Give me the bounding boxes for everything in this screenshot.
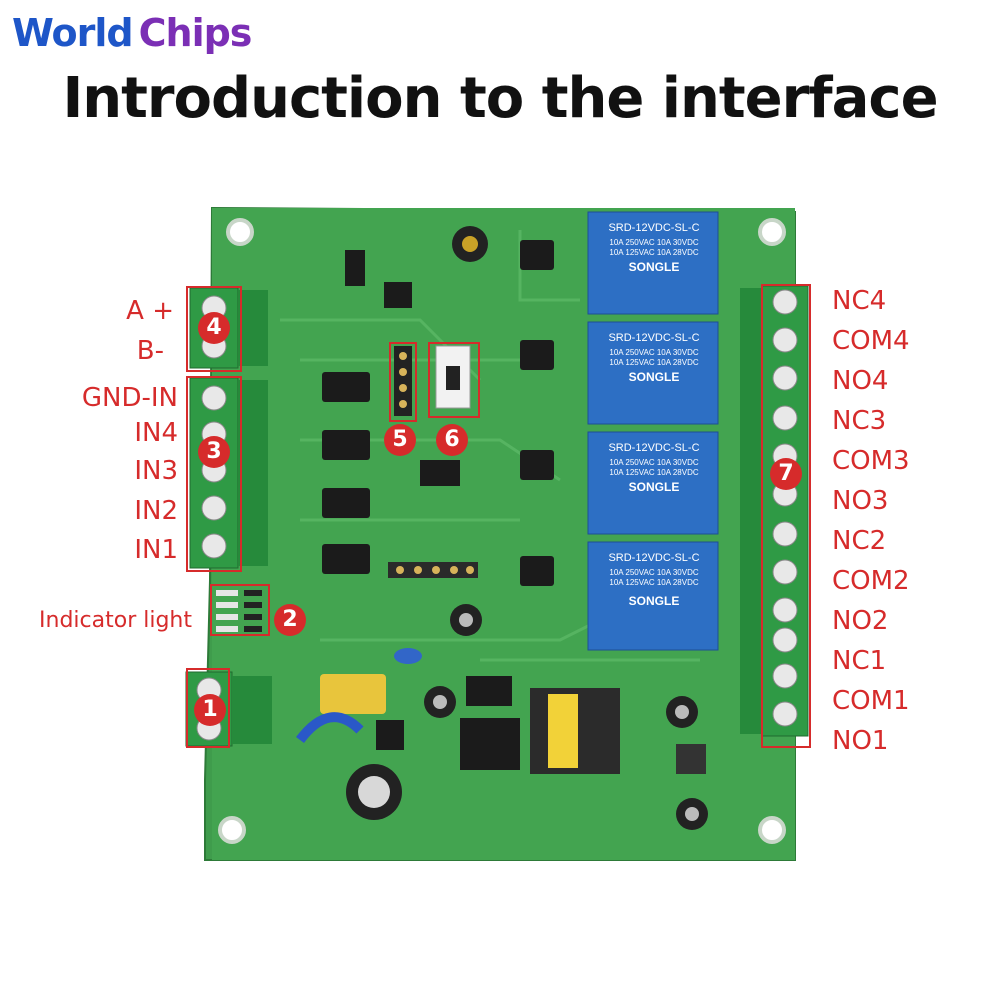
label-no4: NO4 <box>832 366 889 396</box>
highlight-indicator <box>210 584 270 636</box>
label-no2: NO2 <box>832 606 889 636</box>
brand-logo: World Chips <box>12 8 253 58</box>
label-com1: COM1 <box>832 686 910 716</box>
badge-4: 4 <box>198 312 230 344</box>
indicator-leds <box>216 590 262 632</box>
terminal-relay-outputs <box>740 285 809 737</box>
relay-4-rating1: 10A 250VAC 10A 30VDC <box>609 568 699 577</box>
highlight-pin-header <box>389 342 417 422</box>
label-in3: IN3 <box>134 456 178 486</box>
label-no1: NO1 <box>832 726 889 756</box>
relay-2-model: SRD-12VDC-SL-C <box>608 332 700 344</box>
logo-world: World <box>12 11 134 55</box>
relay-2-rating2: 10A 125VAC 10A 28VDC <box>609 358 699 367</box>
label-nc4: NC4 <box>832 286 887 316</box>
highlight-relay-terminals <box>761 284 811 748</box>
badge-3: 3 <box>198 436 230 468</box>
optocouplers <box>322 240 554 586</box>
badge-6: 6 <box>436 424 468 456</box>
label-a-plus: A + <box>126 296 174 326</box>
logo-chips: Chips <box>138 11 253 55</box>
relay-4-rating2: 10A 125VAC 10A 28VDC <box>609 578 699 587</box>
label-in1: IN1 <box>134 535 178 565</box>
relay-4-model: SRD-12VDC-SL-C <box>608 552 700 564</box>
label-nc2: NC2 <box>832 526 887 556</box>
dip-switch <box>435 345 471 409</box>
badge-5: 5 <box>384 424 416 456</box>
yellow-capacitor <box>320 674 386 714</box>
badge-7: 7 <box>770 458 802 490</box>
mounting-holes <box>218 218 786 844</box>
relay-3-rating1: 10A 250VAC 10A 30VDC <box>609 458 699 467</box>
relay-2-label: SONGLE <box>628 370 680 384</box>
highlight-power <box>186 668 230 748</box>
label-no3: NO3 <box>832 486 889 516</box>
relay-1-rating1: 10A 250VAC 10A 30VDC <box>609 238 699 247</box>
highlight-inputs <box>186 376 242 572</box>
badge-1: 1 <box>194 694 226 726</box>
relay-2-rating1: 10A 250VAC 10A 30VDC <box>609 348 699 357</box>
highlight-switch <box>428 342 480 418</box>
terminal-inputs <box>189 377 268 569</box>
badge-2: 2 <box>274 604 306 636</box>
label-com3: COM3 <box>832 446 910 476</box>
label-gnd-in: GND-IN <box>81 383 178 413</box>
label-com4: COM4 <box>832 326 910 356</box>
relay-3-model: SRD-12VDC-SL-C <box>608 442 700 454</box>
label-b-minus: B- <box>136 336 164 366</box>
label-com2: COM2 <box>832 566 910 596</box>
capacitors <box>346 226 708 830</box>
relay-1-label: SONGLE <box>628 260 680 274</box>
relay-3-label: SONGLE <box>628 480 680 494</box>
label-in2: IN2 <box>134 496 178 526</box>
page-title: Introduction to the interface <box>62 66 938 131</box>
power-ic <box>460 718 520 770</box>
relay-3-rating2: 10A 125VAC 10A 28VDC <box>609 468 699 477</box>
relay-4-label: SONGLE <box>628 594 680 608</box>
relay-1-model: SRD-12VDC-SL-C <box>608 222 700 234</box>
label-indicator-light: Indicator light <box>39 608 192 633</box>
label-nc1: NC1 <box>832 646 887 676</box>
label-nc3: NC3 <box>832 406 887 436</box>
label-in4: IN4 <box>134 418 178 448</box>
pin-header <box>394 346 412 416</box>
highlight-rs485 <box>186 286 242 372</box>
relays <box>587 211 719 651</box>
bottom-pins <box>388 562 478 578</box>
relay-1-rating2: 10A 125VAC 10A 28VDC <box>609 248 699 257</box>
